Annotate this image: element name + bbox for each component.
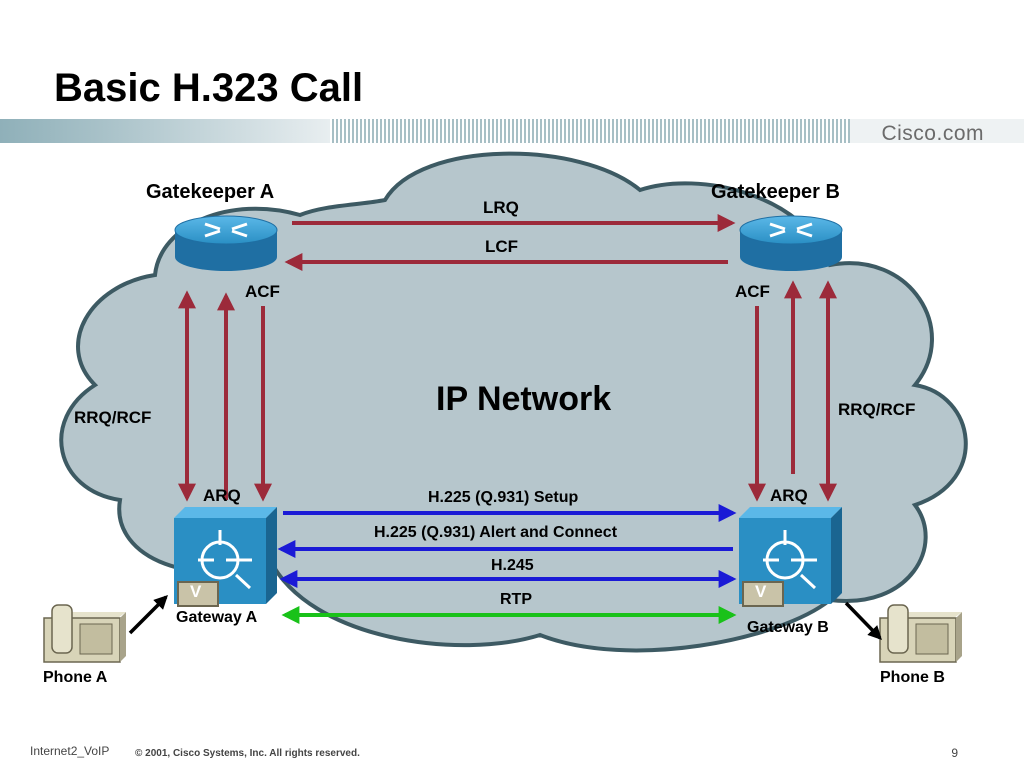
alert-connect-label: H.225 (Q.931) Alert and Connect [374,524,618,541]
rrq-rcf-b-label: RRQ/RCF [838,400,916,419]
gatekeeper-a-label: Gatekeeper A [146,181,275,203]
slide-title: Basic H.323 Call [54,66,364,110]
footer-course-name: Internet2_VoIP [30,744,110,758]
rrq-rcf-a-label: RRQ/RCF [74,408,152,427]
header-stripe-band [0,119,1024,143]
voice-badge-a-label: V [190,582,202,601]
gatekeeper-b-router-icon [739,215,843,271]
acf-b-label: ACF [735,282,770,301]
setup-label: H.225 (Q.931) Setup [428,489,579,506]
phone-a-icon [43,604,126,663]
lrq-label: LRQ [483,198,519,217]
h245-label: H.245 [491,557,534,574]
rtp-label: RTP [500,591,532,608]
arq-b-label: ARQ [770,486,808,505]
phone-a-link-arrow [128,595,168,635]
phone-b-icon [879,604,962,663]
phone-b-label: Phone B [880,669,945,686]
cisco-logo: Cisco.com [881,122,984,145]
page-number: 9 [951,746,958,760]
ip-network-label: IP Network [436,380,612,418]
gateway-a-label: Gateway A [176,609,258,626]
voice-badge-b-label: V [755,582,767,601]
footer-copyright: © 2001, Cisco Systems, Inc. All rights r… [135,748,360,759]
gatekeeper-a-router-icon [174,215,278,271]
gatekeeper-b-label: Gatekeeper B [711,181,840,203]
gateway-b-voice-badge [742,581,784,607]
phone-b-link-arrow [844,601,882,641]
acf-a-label: ACF [245,282,280,301]
phone-a-label: Phone A [43,669,108,686]
lcf-label: LCF [485,237,519,256]
arq-a-label: ARQ [203,486,241,505]
gateway-b-label: Gateway B [747,619,829,636]
gateway-a-voice-badge [177,581,219,607]
